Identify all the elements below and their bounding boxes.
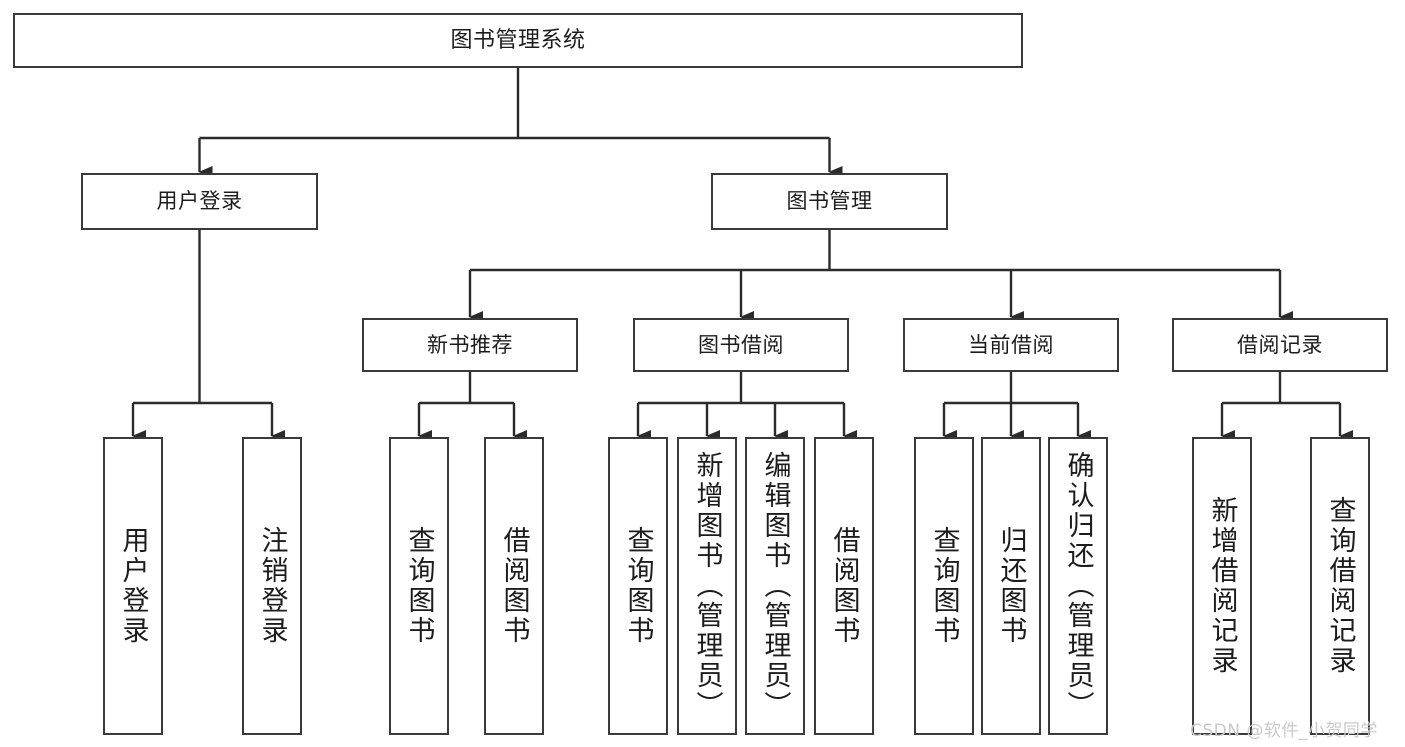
csdn-watermark: CSDN @软件_小贺同学	[1190, 721, 1378, 741]
leaf-leaf-edit-book[interactable]: 编辑图书（管理员）	[745, 437, 805, 735]
leaf-leaf-query-book-1[interactable]: 查询图书	[389, 437, 449, 735]
node-book-borrow[interactable]: 图书借阅	[633, 318, 849, 372]
node-label: 查询图书	[622, 526, 654, 646]
leaf-leaf-query-book-2[interactable]: 查询图书	[608, 437, 668, 735]
node-label: 用户登录	[117, 526, 149, 646]
node-label: 图书借阅	[698, 332, 784, 357]
node-label: 归还图书	[995, 526, 1027, 646]
leaf-leaf-query-record[interactable]: 查询借阅记录	[1310, 437, 1370, 735]
node-label: 确认归还（管理员）	[1062, 451, 1094, 721]
node-label: 注销登录	[256, 526, 288, 646]
node-user-login[interactable]: 用户登录	[81, 173, 318, 230]
leaf-leaf-query-book-3[interactable]: 查询图书	[914, 437, 974, 735]
node-current-borrow[interactable]: 当前借阅	[903, 318, 1119, 372]
node-label: 新书推荐	[427, 332, 513, 357]
node-label: 借阅记录	[1237, 332, 1323, 357]
node-root[interactable]: 图书管理系统	[13, 13, 1023, 68]
leaf-leaf-add-record[interactable]: 新增借阅记录	[1192, 437, 1252, 735]
node-new-book-recommend[interactable]: 新书推荐	[362, 318, 578, 372]
node-label: 用户登录	[156, 189, 243, 214]
node-label: 借阅图书	[828, 526, 860, 646]
node-label: 查询图书	[403, 526, 435, 646]
node-label: 新增图书（管理员）	[691, 451, 723, 721]
node-label: 查询借阅记录	[1324, 496, 1356, 676]
node-label: 借阅图书	[498, 526, 530, 646]
node-borrow-record[interactable]: 借阅记录	[1172, 318, 1388, 372]
node-label: 查询图书	[928, 526, 960, 646]
leaf-leaf-user-login[interactable]: 用户登录	[103, 437, 163, 735]
node-label: 当前借阅	[968, 332, 1054, 357]
leaf-leaf-borrow-book-1[interactable]: 借阅图书	[484, 437, 544, 735]
leaf-leaf-return-book[interactable]: 归还图书	[981, 437, 1041, 735]
node-label: 图书管理	[786, 189, 873, 214]
leaf-leaf-borrow-book-2[interactable]: 借阅图书	[814, 437, 874, 735]
node-label: 新增借阅记录	[1206, 496, 1238, 676]
node-label: 编辑图书（管理员）	[759, 451, 791, 721]
node-book-management[interactable]: 图书管理	[711, 173, 948, 230]
node-label: 图书管理系统	[450, 27, 586, 53]
leaf-leaf-add-book[interactable]: 新增图书（管理员）	[677, 437, 737, 735]
leaf-leaf-confirm-return[interactable]: 确认归还（管理员）	[1048, 437, 1108, 735]
leaf-leaf-logout[interactable]: 注销登录	[242, 437, 302, 735]
